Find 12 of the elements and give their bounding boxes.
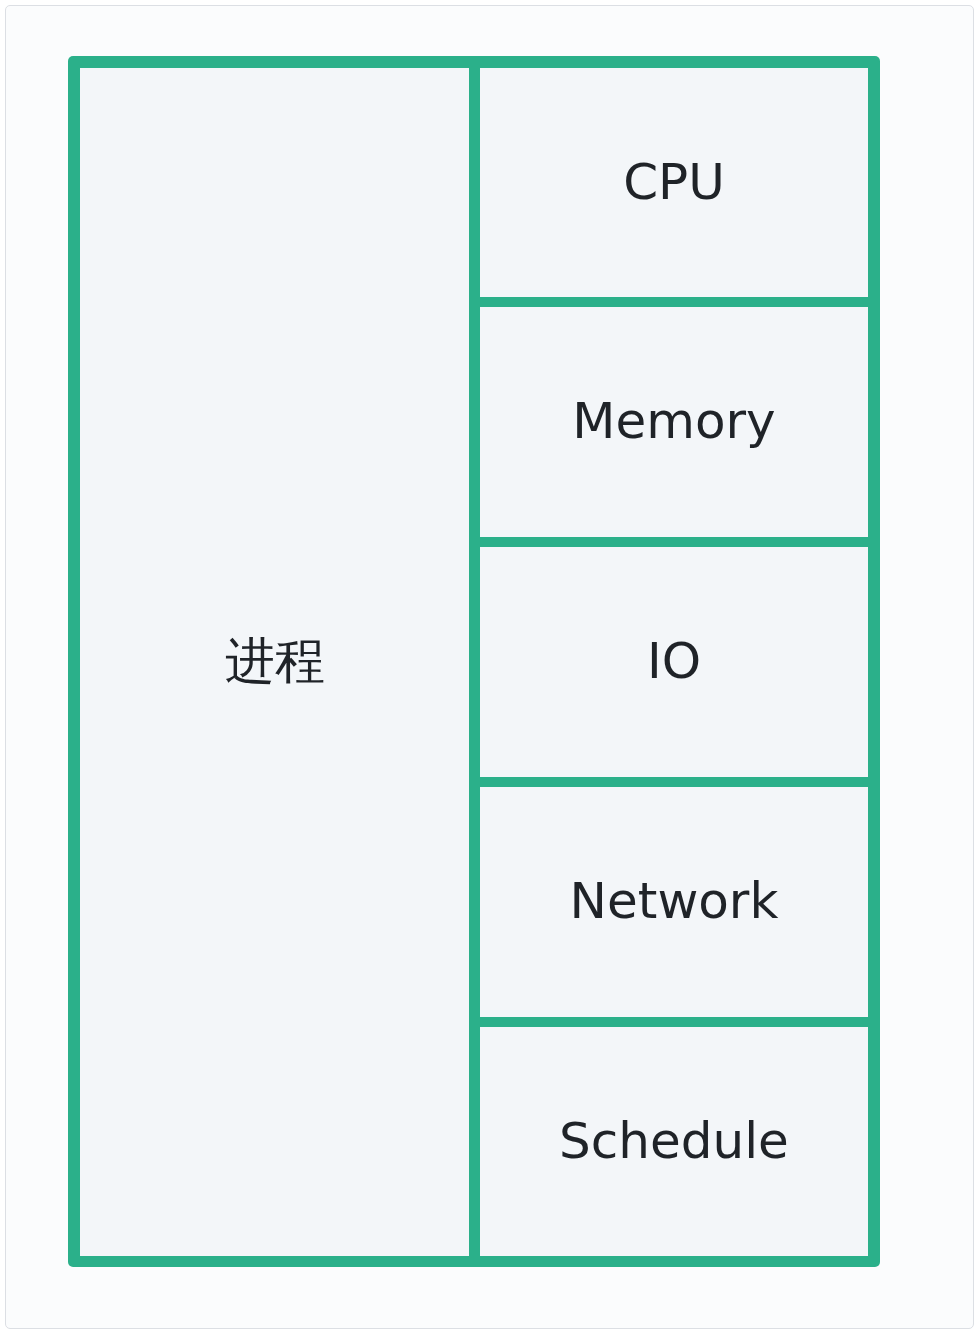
grid-cell [480, 547, 868, 777]
cell-label: Schedule [559, 1112, 789, 1171]
grid-cell [80, 68, 469, 1256]
cell-label: IO [646, 633, 702, 691]
cell-label: Network [569, 873, 779, 931]
cell-label: 进程 [224, 633, 325, 691]
grid-cell [480, 307, 868, 537]
grid-cell [480, 787, 868, 1017]
cell-label: Memory [572, 393, 776, 451]
grid-cell [480, 1027, 868, 1256]
grid-cell [480, 68, 868, 297]
cell-label: CPU [623, 153, 725, 212]
